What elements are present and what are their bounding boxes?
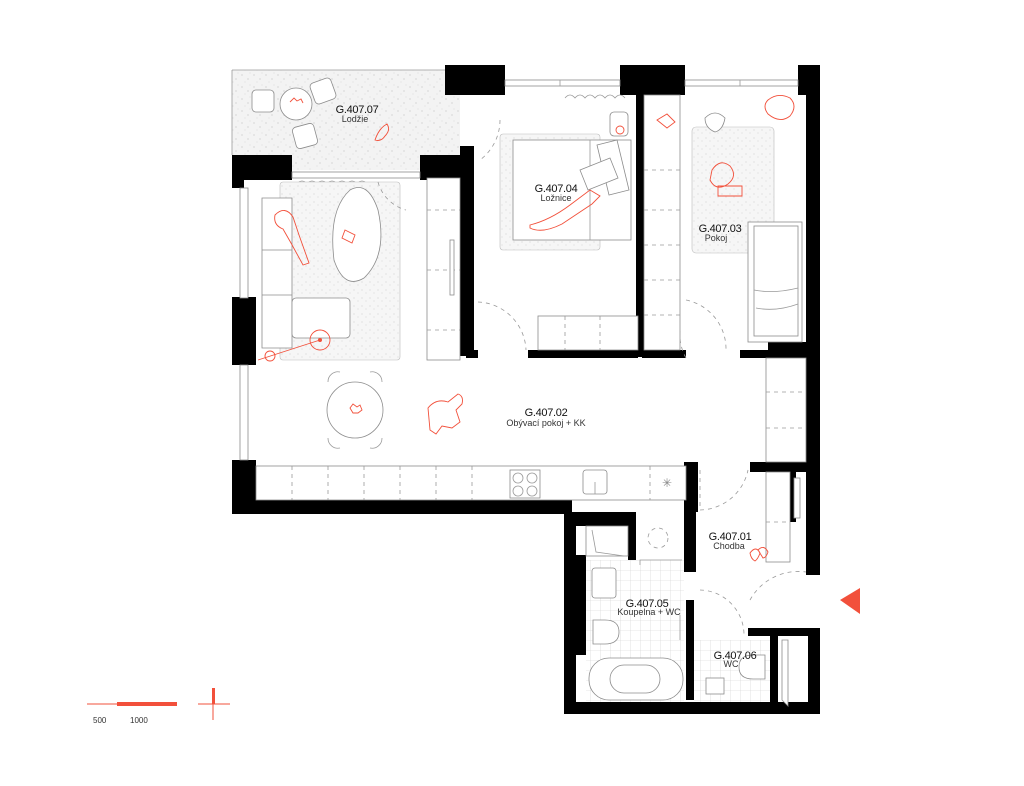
- kitchen-counter: [255, 465, 687, 501]
- label-living: G.407.02 Obývací pokoj + KK: [506, 407, 585, 428]
- wardrobe: [426, 177, 461, 361]
- door-swing: [685, 299, 727, 351]
- svg-text:G.407.02: G.407.02: [525, 407, 568, 419]
- room-rug: [691, 126, 775, 254]
- room-pokoj: [643, 94, 803, 351]
- dining-chairs: [327, 371, 383, 449]
- room-labels: G.407.07 Lodžie G.407.04 Ložnice G.407.0…: [336, 104, 757, 669]
- label-bathroom: G.407.05 Koupelna + WC: [617, 598, 681, 617]
- walls: [232, 65, 820, 714]
- entrance-arrow-icon: [840, 588, 860, 614]
- person-lying-icon: [529, 189, 601, 231]
- svg-text:G.407.04: G.407.04: [535, 183, 578, 195]
- svg-text:Ložnice: Ložnice: [540, 193, 571, 203]
- door-swing: [477, 301, 527, 351]
- label-wc: G.407.06 WC: [714, 650, 757, 669]
- washbasin: [591, 567, 617, 599]
- label-hall: G.407.01 Chodba: [709, 531, 752, 551]
- loggia-chair: [309, 77, 337, 105]
- bedroom-wardrobe: [537, 315, 639, 351]
- svg-text:Obývací pokoj + KK: Obývací pokoj + KK: [506, 418, 585, 428]
- scale-bar: 500 1000: [87, 702, 177, 725]
- cat-icon: [374, 123, 390, 141]
- toy-box-icon: [656, 113, 676, 129]
- label-loggia: G.407.07 Lodžie: [336, 104, 379, 124]
- child-playing-icon: [709, 162, 743, 197]
- book-icon: [341, 229, 356, 244]
- svg-text:G.407.03: G.407.03: [699, 223, 742, 235]
- hall-wardrobe: [765, 357, 807, 463]
- room-wc: [694, 639, 789, 707]
- svg-text:WC: WC: [724, 659, 739, 669]
- toilet: [592, 619, 620, 645]
- loggia-chair: [292, 123, 318, 149]
- scale-bar-thick-segment: [117, 702, 177, 706]
- loggia-chair: [251, 89, 275, 113]
- sofa: [261, 197, 293, 349]
- svg-text:Chodba: Chodba: [713, 541, 745, 551]
- entrance-door-swing: [749, 571, 807, 601]
- floor-lamp-icon: [309, 329, 331, 351]
- loggia-table: [279, 87, 313, 121]
- sofa-chaise: [291, 297, 351, 339]
- person-standing-icon: [427, 393, 463, 435]
- wc-basin: [705, 677, 725, 695]
- svg-text:Pokoj: Pokoj: [705, 233, 728, 243]
- coffee-table: [332, 187, 382, 282]
- person-sitting-icon: [274, 210, 310, 266]
- armchair: [704, 112, 726, 133]
- svg-text:G.407.06: G.407.06: [714, 650, 757, 662]
- extractor-icon: ✳: [662, 476, 672, 490]
- wc-toilet: [738, 654, 766, 680]
- shoe-cabinet: [765, 471, 791, 563]
- room-wardrobe: [643, 94, 681, 351]
- crosshair-marker-icon: [198, 688, 230, 720]
- dining-table: [326, 381, 384, 439]
- svg-text:Koupelna + WC: Koupelna + WC: [617, 607, 681, 617]
- loggia-floor: [232, 70, 460, 155]
- door-swing: [479, 119, 501, 161]
- svg-text:G.407.07: G.407.07: [336, 104, 379, 116]
- label-bedroom: G.407.04 Ložnice: [535, 183, 578, 203]
- room-loggia: [231, 69, 460, 170]
- flowers-icon: [349, 403, 363, 414]
- sink-icon: [582, 469, 608, 495]
- scale-label-1000: 1000: [130, 716, 148, 725]
- plant-leaf-icon: [764, 95, 795, 120]
- room-bathroom: [585, 525, 684, 702]
- door-swing: [377, 181, 407, 211]
- label-pokoj: G.407.03 Pokoj: [699, 223, 742, 243]
- svg-text:G.407.05: G.407.05: [626, 598, 669, 610]
- plant-icon: [289, 97, 304, 104]
- scale-label-500: 500: [93, 716, 107, 725]
- room-living: ✳: [255, 177, 807, 501]
- slippers-icon: [749, 547, 769, 562]
- svg-text:Lodžie: Lodžie: [342, 114, 369, 124]
- room-bedroom: [477, 111, 639, 351]
- svg-text:G.407.01: G.407.01: [709, 531, 752, 543]
- room-hall: [699, 469, 860, 636]
- floor-drain: [647, 527, 669, 549]
- door-swing: [699, 469, 749, 511]
- nightstand: [609, 111, 629, 137]
- cooktop-icon: [509, 469, 541, 499]
- door-swing: [699, 589, 745, 636]
- washing-machine: [585, 525, 629, 557]
